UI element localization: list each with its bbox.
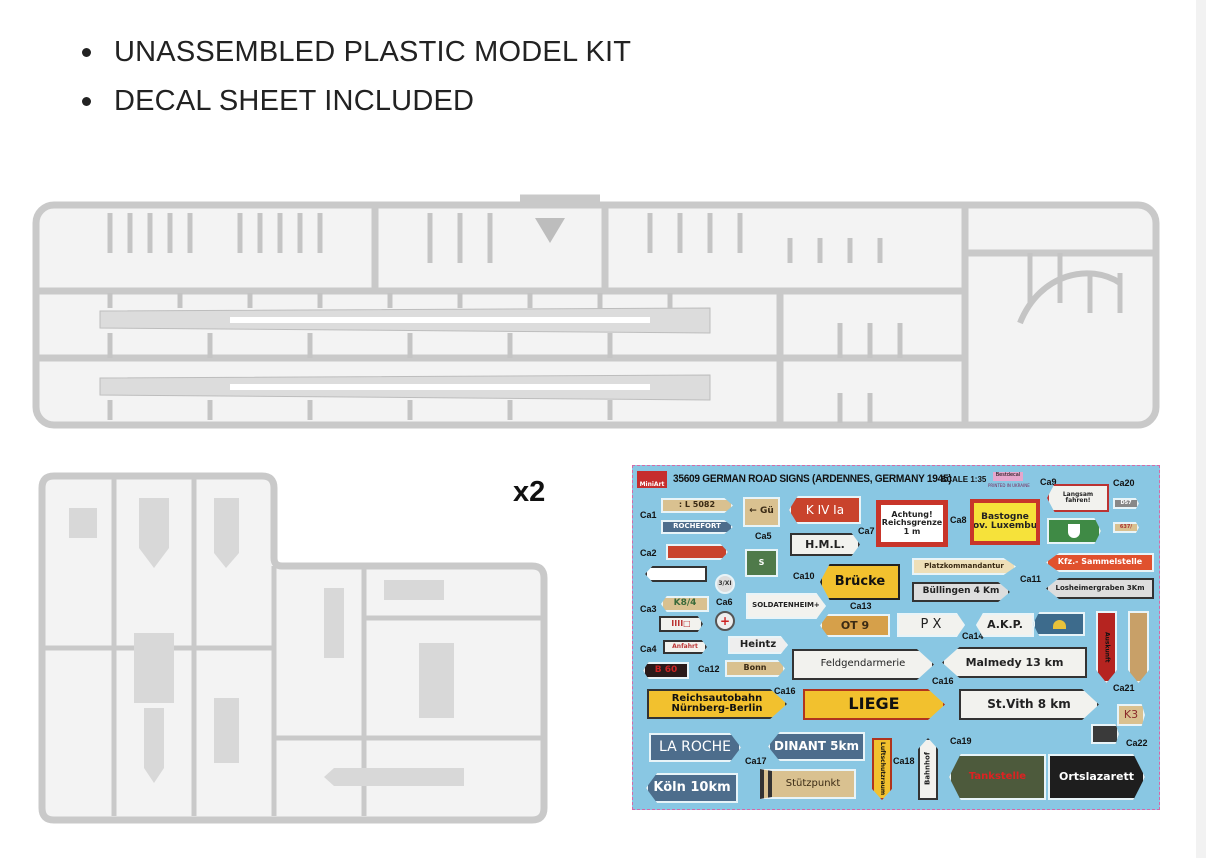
printer-logo-text: Bestdecal — [995, 472, 1021, 478]
decal-label: Ca12 — [698, 664, 720, 674]
decal-label: Ca16 — [774, 686, 796, 696]
decal-label: Ca5 — [755, 531, 772, 541]
decal-sign: Luftschutzraum — [872, 738, 892, 800]
decal-sign: Bahnhof — [918, 738, 938, 800]
miniart-logo: MiniArt — [637, 471, 667, 488]
feature-item: DECAL SHEET INCLUDED — [78, 79, 631, 128]
decal-label: Ca18 — [893, 756, 915, 766]
decal-sign: D57 — [1113, 498, 1139, 509]
decal-sign: Tankstelle — [949, 754, 1046, 800]
decal-sign: Malmedy 13 km — [942, 647, 1087, 678]
decal-sign: Reichsautobahn Nürnberg-Berlin — [647, 689, 787, 719]
decal-sign: H.M.L. — [790, 533, 860, 556]
decal-sheet-title: 35609 GERMAN ROAD SIGNS (ARDENNES, GERMA… — [673, 473, 952, 485]
decal-sign: Anfahrt — [663, 640, 707, 654]
brand-text: MiniArt — [639, 481, 665, 488]
sprue-image-large — [32, 194, 1160, 429]
decal-label: Ca7 — [858, 526, 875, 536]
decal-sign: Brücke — [820, 564, 900, 600]
decal-sign: B 60 — [643, 662, 689, 679]
shield-sign-decal — [1047, 518, 1101, 544]
feature-text: UNASSEMBLED PLASTIC MODEL KIT — [114, 36, 632, 68]
decal-sign: Achtung! Reichsgrenze 1 m — [876, 500, 948, 547]
decal-label: Ca21 — [1113, 683, 1135, 693]
decal-label: Ca6 — [716, 597, 733, 607]
decal-sign: LA ROCHE — [649, 733, 741, 762]
tan-arrow-decal — [1128, 611, 1149, 683]
decal-sign: 3/XI — [715, 574, 735, 594]
decal-sign: Feldgendarmerie — [792, 649, 934, 680]
decal-sign: Köln 10km — [646, 773, 738, 803]
red-arrow-decal — [666, 544, 728, 560]
white-arrow-decal — [645, 566, 707, 582]
printer-logo: Bestdecal — [993, 472, 1023, 481]
decal-label: Ca13 — [850, 601, 872, 611]
sprue-quantity-label: x2 — [513, 476, 546, 508]
decal-label: Ca4 — [640, 644, 657, 654]
decal-sign: Kfz.- Sammelstelle — [1046, 553, 1154, 572]
bullet-icon — [82, 97, 91, 106]
feature-text: DECAL SHEET INCLUDED — [114, 85, 475, 117]
red-cross-decal: + — [715, 611, 735, 631]
decal-sign: Bastogne Prov. Luxemburg — [970, 499, 1040, 545]
decal-label: Ca2 — [640, 548, 657, 558]
decal-sign: LIEGE — [803, 689, 945, 720]
decal-label: Ca19 — [950, 736, 972, 746]
helmet-sign-decal — [1033, 612, 1085, 636]
decal-label: Ca16 — [932, 676, 954, 686]
decal-sign: Bonn — [725, 660, 785, 677]
decal-sign: Heintz — [728, 636, 788, 654]
decal-sheet: MiniArt 35609 GERMAN ROAD SIGNS (ARDENNE… — [632, 465, 1160, 810]
decal-sign: ← Gü — [743, 497, 780, 527]
decal-sign: Langsam fahren! — [1047, 484, 1109, 512]
decal-sign: K8/4 — [661, 596, 709, 612]
decal-sign: S — [745, 549, 778, 577]
decal-sign: Losheimergraben 3Km — [1046, 578, 1154, 599]
dark-small-decal — [1091, 724, 1119, 744]
printed-in-label: PRINTED IN UKRAINE — [988, 483, 1030, 488]
decal-sign: K3 — [1117, 704, 1145, 726]
decal-label: Ca1 — [640, 510, 657, 520]
decal-label: Ca22 — [1126, 738, 1148, 748]
decal-sign: A.K.P. — [976, 613, 1034, 637]
decal-sign: Büllingen 4 Km — [912, 582, 1010, 602]
decal-sign: : L 5082 — [661, 498, 733, 513]
decal-sign: Auskunft — [1096, 611, 1117, 683]
decal-sign: SOLDATENHEIM+ — [746, 593, 826, 619]
feature-item: UNASSEMBLED PLASTIC MODEL KIT — [78, 30, 631, 79]
decal-label: Ca10 — [793, 571, 815, 581]
decal-label: Ca9 — [1040, 477, 1057, 487]
helmet-icon — [1052, 619, 1066, 629]
decal-label: Ca3 — [640, 604, 657, 614]
feature-list: UNASSEMBLED PLASTIC MODEL KIT DECAL SHEE… — [78, 30, 631, 128]
decal-sign: Stützpunkt — [760, 769, 856, 799]
decal-label: Ca8 — [950, 515, 967, 525]
decal-label: Ca14 — [962, 631, 984, 641]
bullet-icon — [82, 48, 91, 57]
decal-sign: Platzkommandantur — [912, 558, 1016, 575]
decal-label: Ca17 — [745, 756, 767, 766]
decal-sign: K IV Ia — [789, 496, 861, 524]
scale-label: SCALE 1:35 — [941, 475, 987, 484]
decal-label: Ca20 — [1113, 478, 1135, 488]
decal-sign: St.Vith 8 km — [959, 689, 1099, 720]
decal-sign: ROCHEFORT — [661, 520, 733, 534]
decal-sign: Ortslazarett — [1048, 754, 1145, 800]
page-scrollbar[interactable] — [1196, 0, 1206, 858]
decal-sign: P X — [897, 613, 965, 637]
sprue-image-small — [38, 472, 548, 824]
decal-sign: 637/ — [1113, 522, 1139, 533]
decal-sign: OT 9 — [820, 614, 890, 637]
decal-sign: IIII□ — [659, 616, 703, 632]
shield-icon — [1068, 524, 1080, 538]
decal-sign: DINANT 5km — [768, 732, 865, 761]
decal-label: Ca11 — [1020, 574, 1042, 584]
